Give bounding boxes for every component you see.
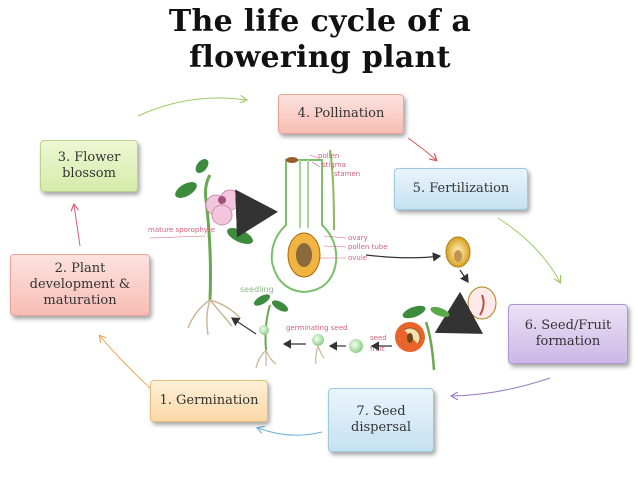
label-seed: seed	[370, 334, 387, 342]
germinating-seed-drawing	[312, 334, 325, 365]
stage-flower-blossom: 3. Flower blossom	[40, 140, 138, 192]
label-pollen-tube: pollen tube	[348, 243, 388, 251]
seedling-drawing	[253, 294, 289, 369]
mature-plant-drawing	[149, 159, 253, 336]
label-pollen: pollen	[318, 152, 339, 160]
label-stamen: stamen	[334, 170, 360, 178]
stage-seed-fruit: 6. Seed/Fruit formation	[508, 304, 628, 364]
label-mature: mature sporophyte	[148, 226, 215, 234]
page-title: The life cycle of a flowering plant	[168, 4, 472, 75]
stage-pollination: 4. Pollination	[278, 94, 404, 134]
stage-fertilization: 5. Fertilization	[394, 168, 528, 210]
stage-development: 2. Plant development & maturation	[10, 254, 150, 316]
arrow-seed-to-dispersal	[452, 377, 551, 396]
arrow-blossom-to-pollination	[137, 98, 246, 117]
stage-germination: 1. Germination	[150, 380, 268, 422]
arrow-development-to-blossom	[74, 205, 81, 247]
fruit-drawing	[395, 305, 450, 371]
stage-seed-dispersal: 7. Seed dispersal	[328, 388, 434, 452]
label-ovary: ovary	[348, 234, 368, 242]
label-stigma: stigma	[322, 161, 346, 169]
label-germinating: germinating seed	[286, 324, 348, 332]
label-ovule: ovule	[348, 254, 367, 262]
arrow-germination-to-development	[100, 336, 151, 389]
arrow-dispersal-to-germination	[258, 428, 323, 436]
arrow-pollination-to-fertilization	[407, 137, 436, 160]
pistil-cross-section	[270, 149, 338, 294]
arrow-fertilization-to-seed	[497, 217, 560, 282]
label-seedling: seedling	[240, 285, 274, 294]
